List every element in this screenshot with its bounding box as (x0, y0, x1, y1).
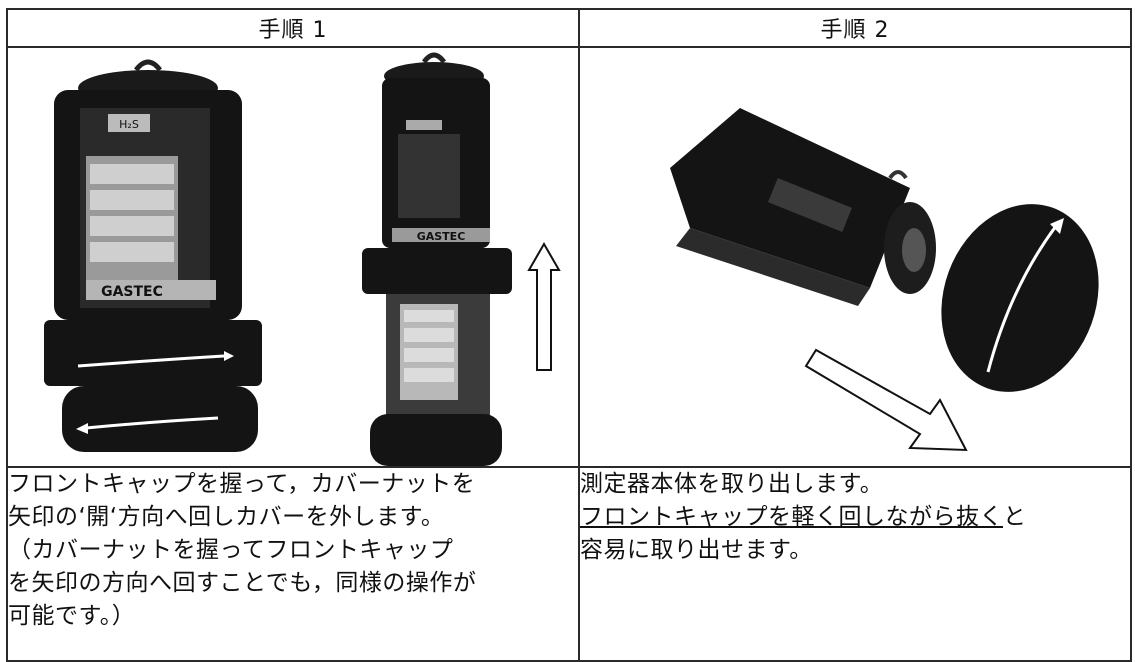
brand-label-small: GASTEC (417, 230, 466, 243)
step-2-line-2-tail: と (1003, 504, 1027, 530)
header-row: 手順 1 手順 2 (6, 8, 1132, 48)
step-2-underlined-text: フロントキャップを軽く回しながら抜く (580, 504, 1003, 530)
step-2-line-3: 容易に取り出せます。 (580, 537, 813, 563)
brand-label: GASTEC (101, 284, 163, 300)
extraction-arrow (804, 348, 968, 452)
procedure-table: 手順 1 手順 2 H₂S GASTE (6, 8, 1132, 662)
step-1-instructions: フロントキャップを握って，カバーナットを 矢印の‘開‘方向へ回しカバーを外します… (6, 466, 580, 662)
step-1-line-5: 可能です。） (8, 603, 136, 629)
detector-photos-step-2 (670, 108, 1099, 452)
detector-body-tilted (670, 108, 936, 306)
step-2-instructions: 測定器本体を取り出します。 フロントキャップを軽く回しながら抜くと 容易に取り出… (578, 466, 1132, 662)
detector-full-assembled: H₂S GASTEC (44, 59, 262, 452)
step-2-illustration (578, 46, 1132, 468)
badge-label: H₂S (119, 118, 139, 131)
step-2-header: 手順 2 (578, 8, 1132, 48)
step-1-line-2: 矢印の‘開‘方向へ回しカバーを外します。 (8, 504, 445, 530)
front-cap (941, 204, 1099, 392)
step-1-line-4: を矢印の方向へ回すことでも，同様の操作が (8, 570, 477, 596)
detector-photos-step-1: H₂S GASTEC (44, 52, 561, 465)
step-1-line-3: （カバーナットを握ってフロントキャップ (8, 537, 454, 563)
step-2-line-2: フロントキャップを軽く回しながら抜くと (580, 501, 1130, 534)
illustration-row: H₂S GASTEC (6, 46, 1132, 468)
step-1-illustration: H₂S GASTEC (6, 46, 580, 468)
step-1-header: 手順 1 (6, 8, 580, 48)
detector-cover-lifting: GASTEC (362, 52, 561, 465)
step-1-line-1: フロントキャップを握って，カバーナットを (8, 471, 476, 497)
step-2-line-1: 測定器本体を取り出します。 (580, 471, 884, 497)
instruction-row: フロントキャップを握って，カバーナットを 矢印の‘開‘方向へ回しカバーを外します… (6, 466, 1132, 662)
